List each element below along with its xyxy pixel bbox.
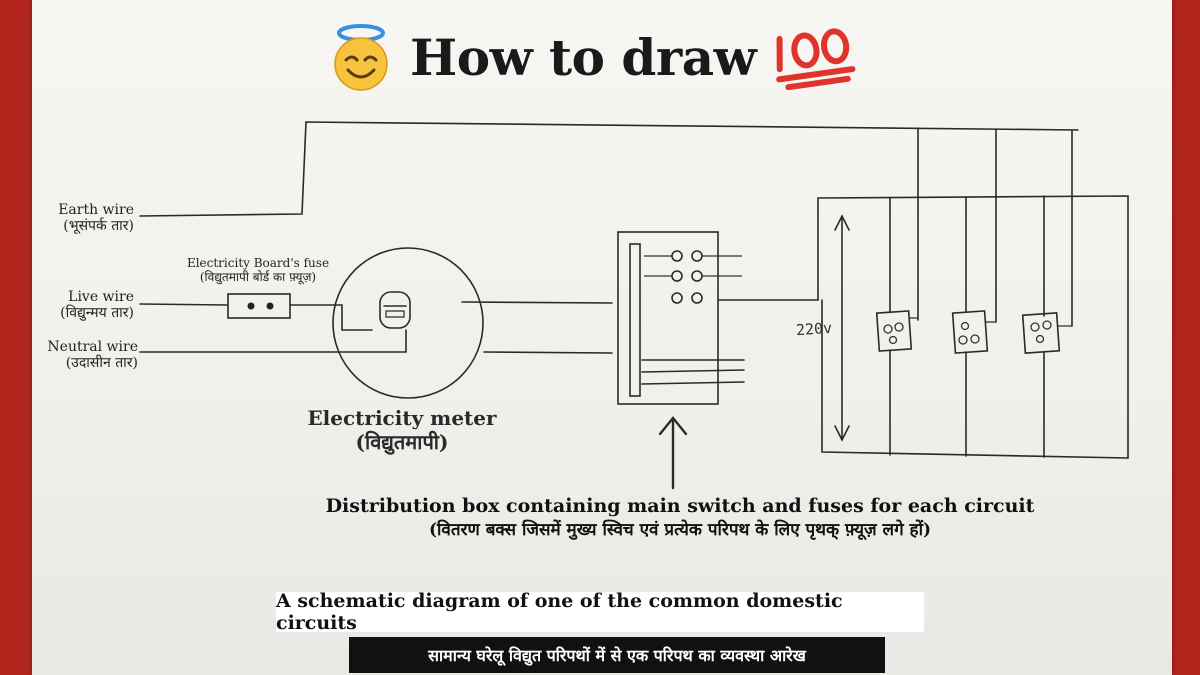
earth-wire-label-en: Earth wire (58, 202, 134, 218)
neutral-wire-label-hi: (उदासीन तार) (65, 355, 138, 371)
distribution-box-label: Distribution box containing main switch … (260, 494, 1100, 542)
fuse-1-right (691, 250, 703, 262)
voltage-arrow-bottom (834, 425, 850, 442)
fuse-1-left (671, 250, 683, 262)
caption-hindi: सामान्य घरेलू विद्युत परिपथों में से एक … (349, 637, 885, 673)
electricity-meter-label-en: Electricity meter (307, 406, 497, 430)
board-fuse-label-hi: (विद्युतमापी बोर्ड का फ़्यूज़) (199, 270, 317, 284)
board-fuse-dot-left (247, 302, 255, 310)
neutral-wire-label: Neutral wire (उदासीन तार) (30, 339, 138, 371)
electricity-meter-label: Electricity meter (विद्युतमापी) (292, 406, 512, 454)
circuit-live-bus (817, 195, 1129, 459)
fuse-3-left (671, 292, 683, 304)
neutral-wire-label-en: Neutral wire (47, 339, 138, 355)
main-switch-bar (629, 243, 641, 397)
electricity-meter-label-hi: (विद्युतमापी) (355, 430, 449, 454)
meter-dial-body (379, 291, 411, 329)
socket-1-pin-a (883, 324, 893, 334)
distribution-box-label-en: Distribution box containing main switch … (325, 495, 1035, 517)
board-fuse-label-en: Electricity Board's fuse (186, 256, 330, 270)
live-wire-to-meter (289, 304, 373, 331)
meter-dial-window (385, 310, 405, 318)
voltage-arrow-top (834, 214, 850, 231)
distribution-box (617, 231, 719, 405)
fuse-3-right (691, 292, 703, 304)
socket-2 (951, 310, 989, 354)
live-wire-line (139, 303, 229, 306)
socket-1-pin-b (894, 322, 904, 332)
socket-2-pin-b (958, 335, 968, 345)
board-fuse-dot-right (266, 302, 274, 310)
smiling-face-with-halo-icon (334, 24, 388, 91)
socket-3-pin-b (1042, 320, 1052, 330)
paper-sheet (32, 0, 1172, 675)
socket-2-pin-c (970, 334, 980, 344)
board-fuse-box (227, 293, 291, 319)
live-wire-label-hi: (विद्युन्मय तार) (60, 305, 134, 321)
dist-neutral-3 (641, 381, 745, 385)
dist-neutral-2 (641, 369, 745, 373)
neutral-wire-line (139, 329, 407, 353)
circuit-neutral-bus (821, 299, 1129, 459)
socket-3-pin-c (1035, 334, 1045, 344)
title-row: How to draw (326, 18, 862, 96)
voltage-label: 220v (795, 318, 833, 340)
board-fuse-label: Electricity Board's fuse (विद्युतमापी बो… (168, 256, 348, 284)
live-wire-label: Live wire (विद्युन्मय तार) (30, 289, 134, 321)
socket-3-pin-a (1030, 322, 1040, 332)
earth-wire-label: Earth wire (भूसंपर्क तार) (30, 202, 134, 234)
electricity-meter-circle (332, 247, 484, 399)
distribution-arrow-head (658, 416, 688, 436)
meter-neutral-out (483, 351, 613, 354)
distribution-box-label-hi: (वितरण बक्स जिसमें मुख्य स्विच एवं प्रत्… (428, 520, 932, 540)
socket-2-pin-a (960, 321, 970, 331)
caption-english: A schematic diagram of one of the common… (276, 590, 924, 634)
fuse-2-left (671, 270, 683, 282)
live-wire-label-en: Live wire (68, 289, 134, 305)
socket-3 (1021, 312, 1061, 354)
hundred-points-icon (776, 28, 856, 90)
socket-1-pin-c (888, 335, 898, 345)
fuse-2-right (691, 270, 703, 282)
socket-1 (875, 310, 913, 352)
earth-wire-label-hi: (भूसंपर्क तार) (63, 218, 134, 234)
meter-live-out (461, 301, 613, 304)
page-title: How to draw (410, 27, 757, 87)
earth-wire-line (139, 121, 1079, 217)
